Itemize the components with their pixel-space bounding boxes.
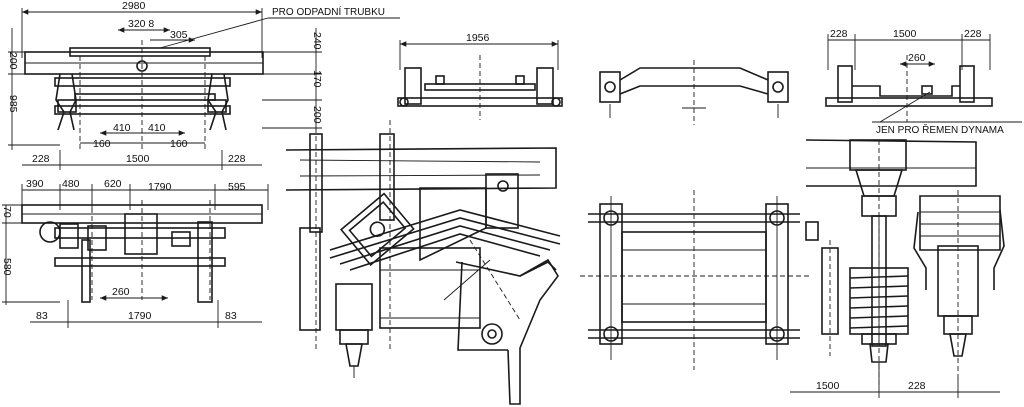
view-right-small: 228 1500 228 260 JEN PRO ŘEMEN DYNAMA <box>825 28 1022 136</box>
dim-1500-b: 1500 <box>893 28 917 40</box>
dim-260-a: 260 <box>112 286 130 298</box>
dim-620: 620 <box>104 178 122 190</box>
dim-1500-c: 1500 <box>816 380 840 392</box>
dim-228-e: 228 <box>908 380 926 392</box>
view-rear-small: 1956 <box>397 32 563 120</box>
view-front-elevation: 2980 320 8 305 PRO ODPADNÍ TRUBKU <box>7 0 400 170</box>
dim-70: 70 <box>1 206 13 218</box>
dim-410-b: 410 <box>148 122 166 134</box>
view-section-spring: 1500 228 <box>790 139 1005 398</box>
dim-480: 480 <box>62 178 80 190</box>
view-detail-spring-hanger <box>285 120 561 405</box>
dim-228-a: 228 <box>32 153 50 165</box>
dim-260-b: 260 <box>908 52 926 64</box>
view-side-elevation: 390 480 620 1790 595 70 580 260 <box>1 178 269 328</box>
dim-305: 305 <box>170 29 188 41</box>
dim-390: 390 <box>26 178 44 190</box>
dim-200-right: 200 <box>311 106 323 124</box>
dim-595: 595 <box>228 181 246 193</box>
dim-83-b: 83 <box>225 310 237 322</box>
dim-228-b: 228 <box>228 153 246 165</box>
view-plan-large <box>580 190 810 370</box>
dim-2980: 2980 <box>122 0 146 12</box>
dim-160-b: 160 <box>170 138 188 150</box>
dim-320-8: 320 8 <box>128 18 154 30</box>
dim-83-a: 83 <box>36 310 48 322</box>
dim-228-c: 228 <box>830 28 848 40</box>
note-remen-dynama: JEN PRO ŘEMEN DYNAMA <box>876 123 1004 136</box>
dim-1500-a: 1500 <box>126 153 150 165</box>
dim-410-a: 410 <box>113 122 131 134</box>
dim-160-a: 160 <box>93 138 111 150</box>
dim-200-left: 200 <box>7 52 19 70</box>
dim-240: 240 <box>311 32 323 50</box>
dim-985: 985 <box>7 95 19 113</box>
dim-1790-a: 1790 <box>148 181 172 193</box>
dim-170: 170 <box>311 70 323 88</box>
dim-580: 580 <box>1 258 13 276</box>
view-top-small <box>599 60 789 125</box>
note-odpadni-trubka: PRO ODPADNÍ TRUBKU <box>272 5 385 18</box>
dim-228-d: 228 <box>964 28 982 40</box>
dim-1790-b: 1790 <box>128 310 152 322</box>
dim-1956: 1956 <box>466 32 490 44</box>
